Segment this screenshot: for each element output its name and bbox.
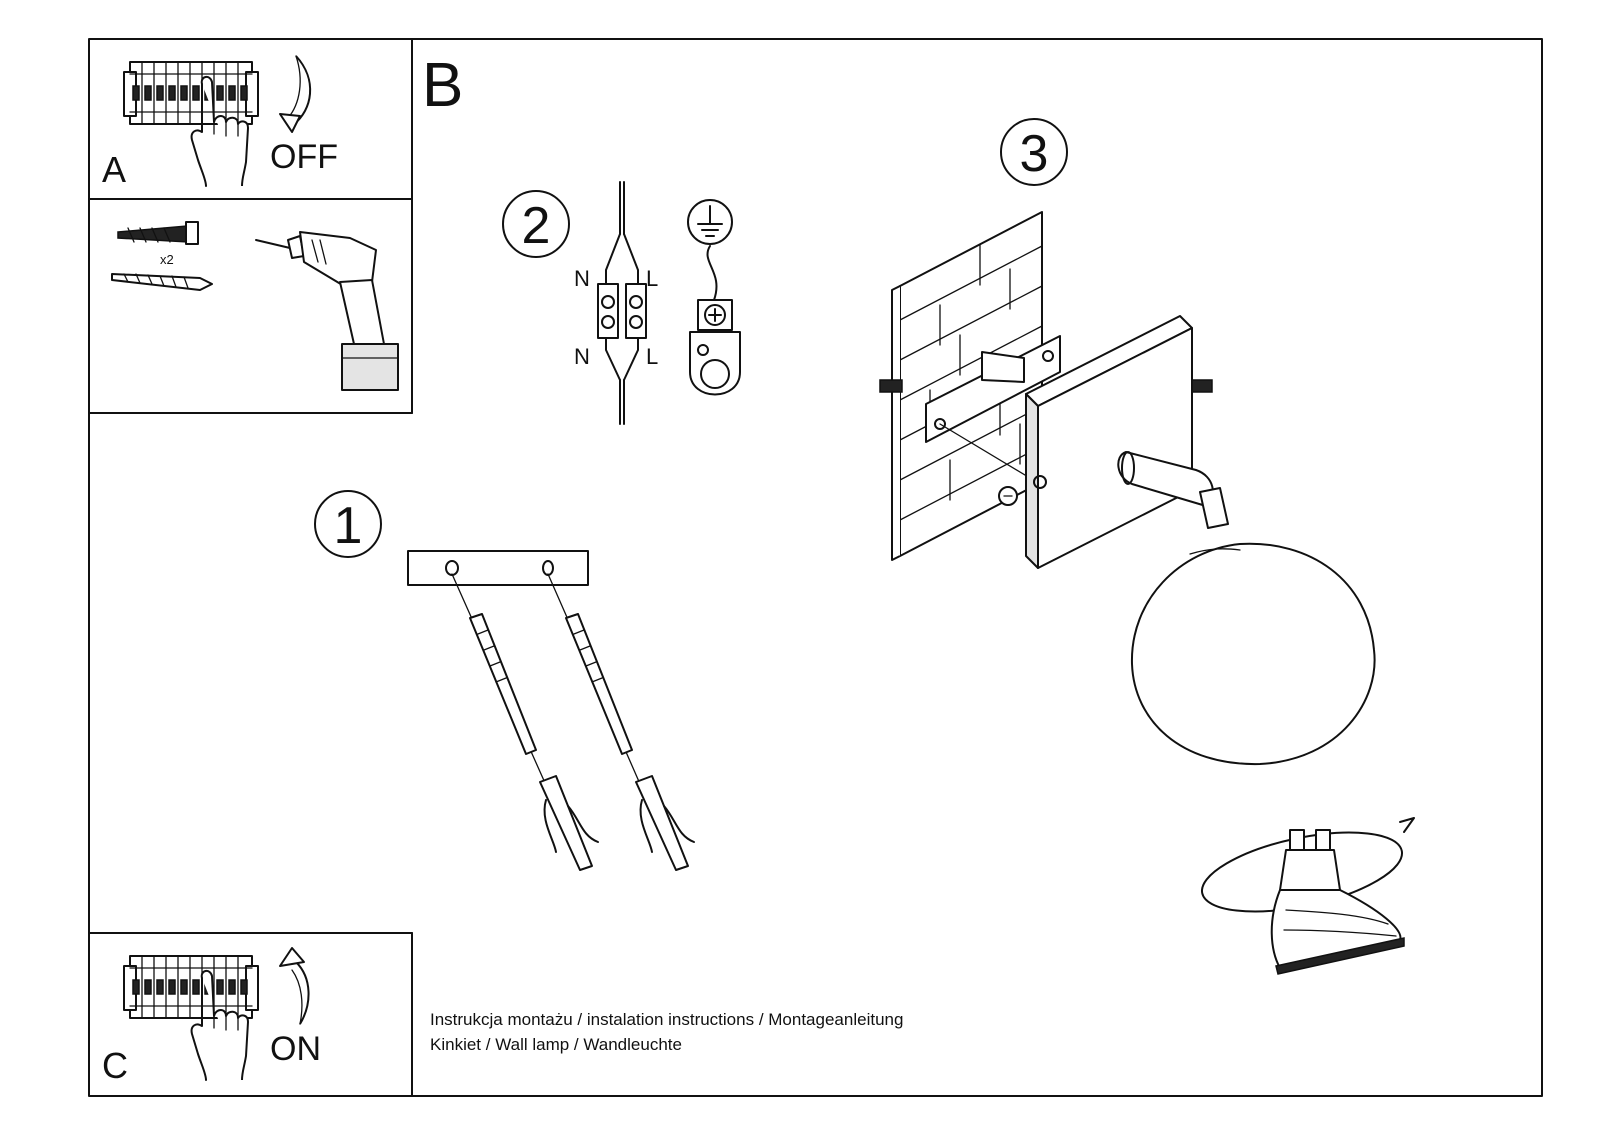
live-top-label: L	[646, 266, 658, 291]
step-3-number: 3	[1020, 125, 1049, 183]
step-3: 3	[879, 118, 1415, 975]
screw-icon	[111, 273, 213, 291]
mounting-bracket	[925, 335, 1061, 443]
panel-letter-a: A	[102, 149, 126, 190]
power-on-label: ON	[270, 1030, 321, 1068]
neutral-top-label: N	[574, 266, 590, 291]
tools-panel: x2	[111, 221, 399, 391]
ground-terminal-icon	[689, 299, 741, 396]
screw-icon	[879, 379, 1213, 506]
wall-plug-icon	[635, 775, 695, 871]
panel-letter-b: B	[422, 51, 463, 120]
step-2: 2 N L N L	[502, 181, 741, 425]
mounting-bracket	[407, 550, 589, 586]
step-3-badge	[1000, 118, 1068, 186]
live-bottom-label: L	[646, 344, 658, 369]
ground-symbol-icon	[687, 199, 733, 301]
power-off-label: OFF	[270, 138, 338, 176]
neutral-bottom-label: N	[574, 344, 590, 369]
caption-line-1: Instrukcja montażu / instalation instruc…	[430, 1010, 903, 1029]
step-1: 1	[314, 490, 695, 871]
step-2-badge	[502, 190, 570, 258]
wall-lamp-icon	[1025, 315, 1376, 766]
gu10-bulb-icon	[1200, 817, 1415, 975]
circuit-breaker-icon	[123, 61, 259, 125]
caption-line-2: Kinkiet / Wall lamp / Wandleuchte	[430, 1035, 682, 1054]
curved-arrow-icon	[279, 947, 310, 1025]
panel-c: C ON	[102, 947, 321, 1086]
wall-plug-icon	[117, 221, 199, 245]
sheet-frame	[88, 38, 1543, 1097]
screw-icon	[565, 613, 633, 755]
screw-icon	[469, 613, 537, 755]
circuit-breaker-icon	[123, 955, 259, 1019]
terminal-block-icon	[597, 181, 647, 425]
step-1-badge	[314, 490, 382, 558]
drill-icon	[255, 231, 399, 391]
curved-arrow-icon	[279, 55, 311, 133]
wall-plug-icon	[539, 775, 599, 871]
plug-quantity-label: x2	[160, 252, 174, 267]
panel-letter-c: C	[102, 1045, 128, 1086]
panel-a: A OFF	[102, 55, 338, 190]
step-2-number: 2	[522, 197, 551, 255]
step-1-number: 1	[334, 497, 363, 555]
